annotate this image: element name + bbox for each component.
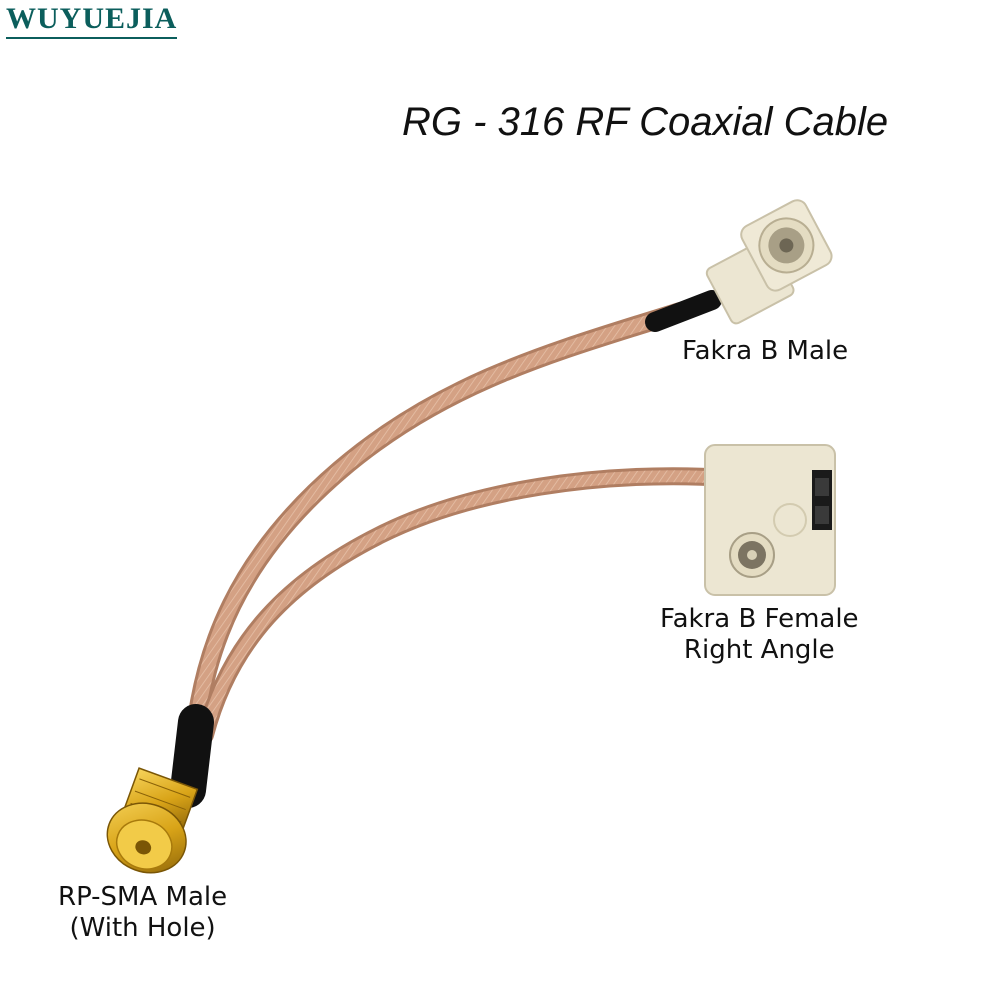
fakra-female-label-line2: Right Angle: [683, 635, 835, 665]
fakra-male-label: Fakra B Male: [682, 336, 848, 367]
fakra-male-connector: [705, 199, 833, 325]
rp-sma-label-line1: RP-SMA Male: [58, 882, 228, 912]
product-title: RG - 316 RF Coaxial Cable: [402, 100, 889, 144]
fakra-female-label: Fakra B Female Right Angle: [660, 604, 859, 666]
rp-sma-label-line2: (With Hole): [69, 913, 216, 943]
brand-logo: WUYUEJIA: [6, 2, 178, 39]
fakra-female-connector: [704, 444, 836, 596]
rp-sma-label: RP-SMA Male (With Hole): [58, 882, 227, 944]
heat-shrink-male: [645, 290, 722, 332]
fakra-female-label-line1: Fakra B Female: [660, 604, 859, 634]
cable-to-fakra-female: [196, 467, 739, 744]
cable-to-fakra-male: [185, 302, 690, 745]
junction-heat-shrink: [170, 704, 214, 808]
rp-sma-connector: [106, 767, 199, 874]
fakra-male-label-text: Fakra B Male: [682, 336, 849, 366]
